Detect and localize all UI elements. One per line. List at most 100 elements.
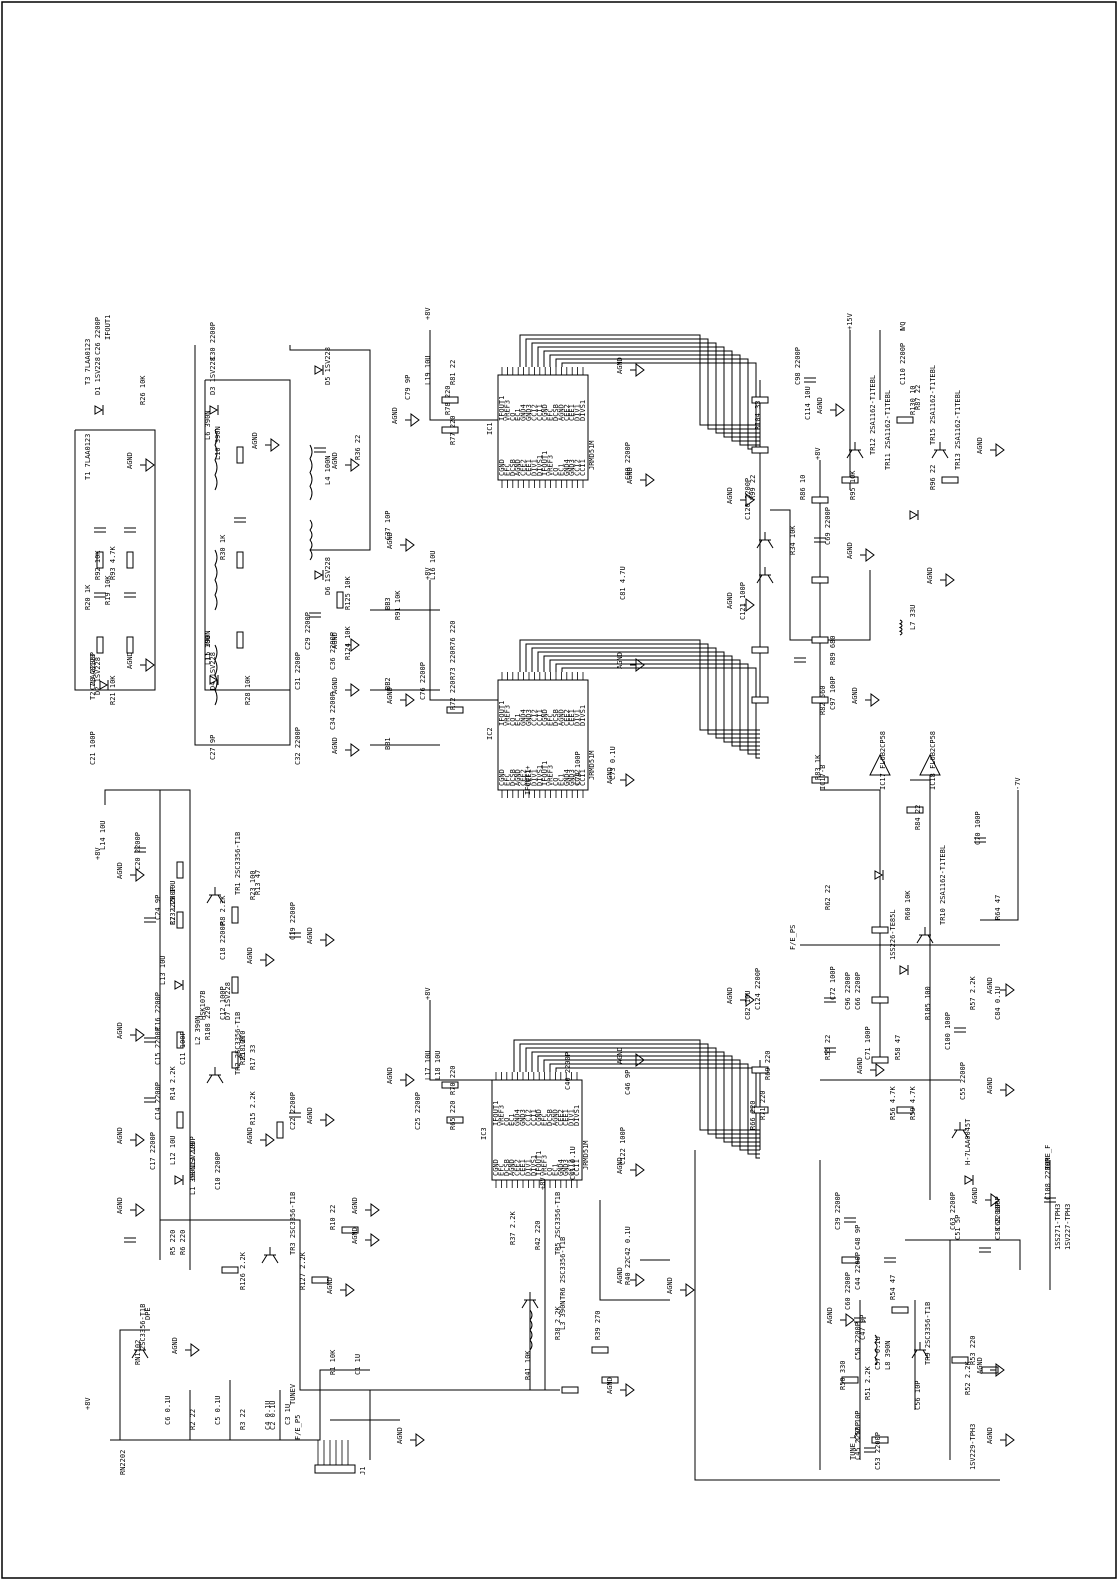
capacitor-label-c29: C29 2200P [304,612,312,650]
ic-pin-label: EC1 [508,1113,516,1126]
agnd-label: AGND [116,862,124,879]
resistor [896,416,914,424]
transistor-label: TR15 2SA1162-T1TEBL [929,365,937,445]
ic-ic3: IFOUT1CGNDVREF3EFCCODCSBEC1AGNDGND4CEE2G… [480,1072,590,1188]
transistor [261,1247,279,1264]
transistor-label: TR13 2SA1162-T1TEBL [954,390,962,470]
ic-pin-label: IFOUT1 [535,1151,543,1176]
agnd-label: AGND [616,1047,624,1064]
inductor [214,644,218,706]
net-label-ifout1: IFOUT1 [104,315,112,340]
resistor-label-r127: R127 2.2K [299,1251,307,1290]
agnd-label: AGND [616,652,624,669]
opamp [919,753,941,776]
agnd-label: AGND [606,1377,614,1394]
agnd-symbol: AGND [606,767,635,787]
transistor [206,887,224,904]
ic-pin-label: DIV1 [524,1159,532,1176]
capacitor-label-c45: C45 2200P [854,1422,862,1460]
transistor-label: TR2 2SC3356-T1B [234,1012,242,1075]
agnd-symbol: AGND [986,977,1015,997]
capacitor [289,1112,301,1118]
transistor [756,567,774,584]
capacitor [309,612,321,618]
ic-pin-label: CGND [498,769,506,786]
ic-pin-label: GND4 [520,709,528,726]
resistor-label-r1: R1 10K [329,1349,337,1375]
net-label-f-e-p5: F/E_P5 [294,1415,302,1440]
resistor [336,591,344,609]
ic-pin-label: DCSB [503,1159,511,1176]
inductor-label-l5: L5 390N [204,630,212,660]
transistor [756,532,774,549]
agnd-symbol: AGND [816,397,845,417]
opamp [869,753,891,776]
ic-pin-label: CGND [535,1109,543,1126]
capacitor-label-c108: C108 2200P [1044,1158,1052,1200]
inductor [529,1309,533,1351]
resistor-label-r26: R26 10K [139,375,147,405]
resistor-label-r73: R73 220 [449,650,457,680]
resistor [221,1266,239,1274]
ic-pin-label: CO [503,1118,511,1126]
ic-pin-label: EC1 [551,1163,559,1176]
resistor-label-r50: R50 330 [839,1360,847,1390]
resistor-label-r54: R54 47 [889,1275,897,1300]
ic-pin-label: DIVS1 [536,455,544,476]
capacitor-label-c73: C73 0.1U [609,746,617,780]
agnd-symbol: AGND [616,1267,645,1287]
capacitor-label-c97: C97 100P [829,676,837,710]
agnd-symbol: AGND [616,1047,645,1067]
capacitor-label-c79: C79 9P [404,375,412,400]
resistor-label-r39: R39 270 [594,1310,602,1340]
capacitor-label-c51: C51 5P [954,1215,962,1240]
ic-ref-label: IC1 [486,422,494,435]
ic-pin-label: DIV1 [530,459,538,476]
capacitor-label-c36: C36 2200P [329,632,337,670]
agnd-label: AGND [396,1427,404,1444]
agnd-label: AGND [326,1277,334,1294]
capacitor-label-c22: C22 2200P [289,1092,297,1130]
capacitor [814,537,826,543]
resistor-label-r91: R91 10K [394,590,402,620]
capacitor-label-c11: C11 100P [179,1031,187,1065]
resistor-label-r57: R57 2.2K [969,975,977,1010]
capacitor-label-c66: C66 2200P [854,972,862,1010]
resistor [941,476,959,484]
agnd-label: AGND [986,1077,994,1094]
inductor-label-l8: L8 390N [884,1340,892,1370]
inductor [309,444,313,501]
resistor-label-r56: R56 4.7K [889,1085,897,1120]
ic-pin-label: DCSB [546,1109,554,1126]
capacitor-label-c3: C3 1U [284,1404,292,1425]
agnd-label: AGND [386,1067,394,1084]
resistor [236,631,244,649]
ic-pin-label: EFC [497,1163,505,1176]
transistor [521,1292,539,1309]
resistor [811,576,829,584]
agnd-symbol: AGND [626,467,655,487]
ic-pin-label: AGND [514,769,522,786]
resistor-label-r92: R92 10K [94,550,102,580]
resistor-label-r83: R83 1K [814,754,822,780]
resistor-label-r6: R6 220 [179,1230,187,1255]
resistor-label-r72: R72 220 [449,680,457,710]
ic-pin-label: CCI2 [530,404,538,421]
ic-pin-label: EFC [541,1113,549,1126]
capacitor-label-c18: C18 2200P [219,922,227,960]
resistor-label-r81: R81 22 [449,360,457,385]
ic-pin-label: CCI1 [530,1109,538,1126]
resistor [176,1031,184,1049]
diode [209,675,219,685]
diode [899,965,909,975]
agnd-label: AGND [351,1227,359,1244]
net-label-bb1: BB1 [384,737,392,750]
resistor [751,1066,769,1074]
capacitor-label-c24: C24 9P [154,895,162,920]
agnd-symbol: AGND [386,687,415,707]
ic-pin-label: GND3 [525,709,533,726]
resistor [841,476,859,484]
net-label-+8v: +8V [424,987,432,1000]
agnd-symbol: AGND [246,1127,275,1147]
